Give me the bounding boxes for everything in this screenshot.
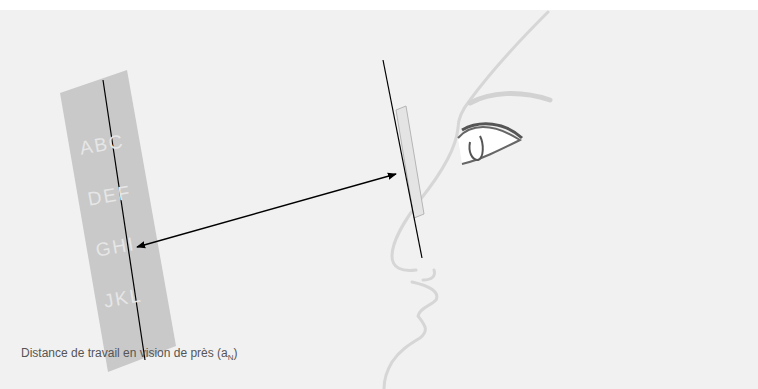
card-plane-line (103, 80, 145, 360)
face-profile (384, 12, 550, 389)
distance-arrow (137, 174, 396, 247)
reading-card (60, 70, 176, 372)
figure-caption: Distance de travail en vision de près (a… (21, 346, 238, 360)
spectacle-lens (396, 106, 424, 218)
background-panel (0, 10, 758, 389)
lens-plane-line (383, 60, 422, 258)
eye (458, 124, 522, 164)
